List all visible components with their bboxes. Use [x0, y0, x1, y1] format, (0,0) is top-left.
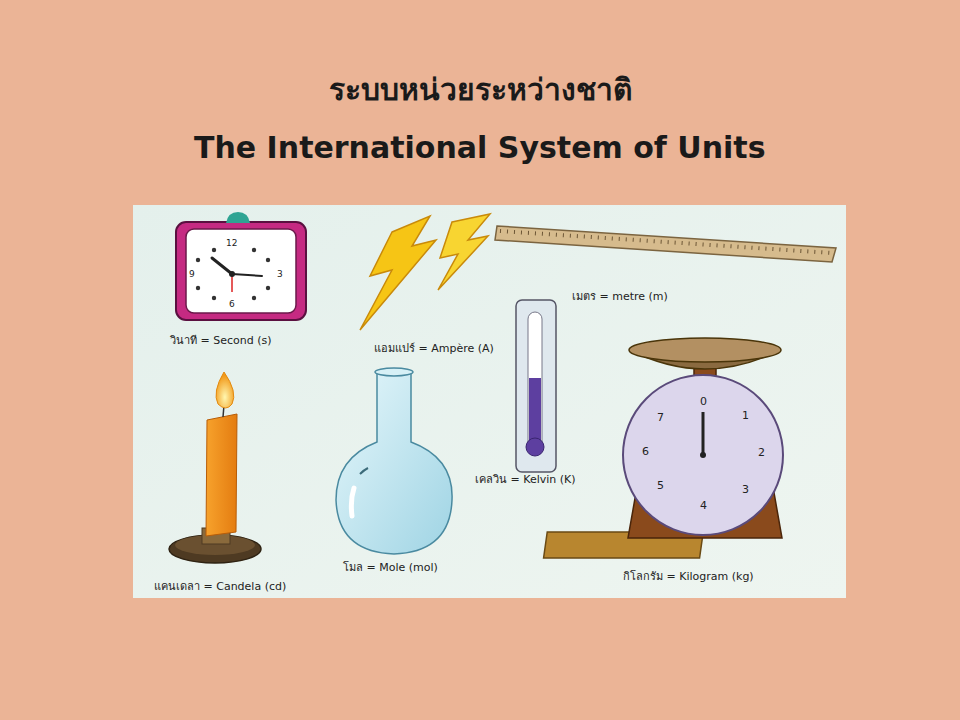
- flask-icon: [336, 372, 452, 554]
- clock-icon: [212, 296, 216, 300]
- clock-icon: [252, 248, 256, 252]
- clock-icon: [226, 212, 250, 223]
- unit-label: แอมแปร์ = Ampère (A): [374, 343, 494, 356]
- clock-numeral: 9: [189, 269, 195, 279]
- thermometer-icon: [526, 438, 544, 456]
- clock-icon: [212, 248, 216, 252]
- unit-label: เคลวิน = Kelvin (K): [475, 474, 576, 487]
- scale-icon: [700, 452, 706, 458]
- unit-label: เมตร = metre (m): [572, 291, 668, 304]
- scale-numeral: 1: [742, 410, 749, 423]
- clock-numeral: 6: [229, 299, 235, 309]
- scale-numeral: 4: [700, 500, 707, 513]
- thermometer-icon: [516, 300, 556, 472]
- title-thai: ระบบหน่วยระหว่างชาติ: [329, 73, 632, 108]
- thermometer-icon: [528, 312, 542, 452]
- scale-numeral: 7: [657, 412, 664, 425]
- unit-label: โมล = Mole (mol): [343, 562, 438, 575]
- candle-icon: [169, 372, 261, 563]
- lightning-icon: [438, 214, 490, 290]
- clock-icon: [186, 229, 296, 313]
- ruler-icon: [495, 226, 836, 262]
- scale-numeral: 6: [642, 446, 649, 459]
- clock-icon: [196, 286, 200, 290]
- flask-icon: [375, 368, 413, 376]
- clock-icon: [229, 271, 235, 277]
- scale-numeral: 5: [657, 480, 664, 493]
- scale-icon: [623, 375, 783, 535]
- clock-icon: [252, 296, 256, 300]
- lightning-icon: [360, 216, 436, 330]
- flask-icon: [336, 368, 452, 554]
- scale-icon: [629, 338, 781, 362]
- unit-label: วินาที = Second (s): [170, 335, 272, 348]
- clock-icon: [176, 212, 306, 320]
- scale-numeral: 2: [758, 447, 765, 460]
- lightning-icon: [360, 214, 490, 330]
- candle-icon: [216, 372, 234, 408]
- unit-label: กิโลกรัม = Kilogram (kg): [623, 571, 754, 584]
- scale-icon: [544, 338, 783, 558]
- unit-label: แคนเดลา = Candela (cd): [154, 581, 286, 594]
- candle-icon: [206, 414, 237, 536]
- scale-numeral: 0: [700, 396, 707, 409]
- thermometer-icon: [516, 300, 556, 472]
- ruler-icon: [500, 231, 832, 253]
- clock-numeral: 3: [277, 269, 283, 279]
- ruler-icon: [495, 226, 836, 262]
- flask-icon: [360, 468, 368, 474]
- clock-numeral: 12: [226, 238, 237, 248]
- scale-icon: [702, 412, 705, 455]
- clock-icon: [212, 258, 232, 274]
- clock-icon: [176, 222, 306, 320]
- clock-icon: [266, 258, 270, 262]
- scale-numeral: 3: [742, 484, 749, 497]
- clock-icon: [196, 258, 200, 262]
- clock-icon: [266, 286, 270, 290]
- image-panel: [133, 205, 846, 598]
- flask-icon: [351, 488, 354, 516]
- title-english: The International System of Units: [194, 131, 766, 166]
- clock-icon: [232, 274, 262, 276]
